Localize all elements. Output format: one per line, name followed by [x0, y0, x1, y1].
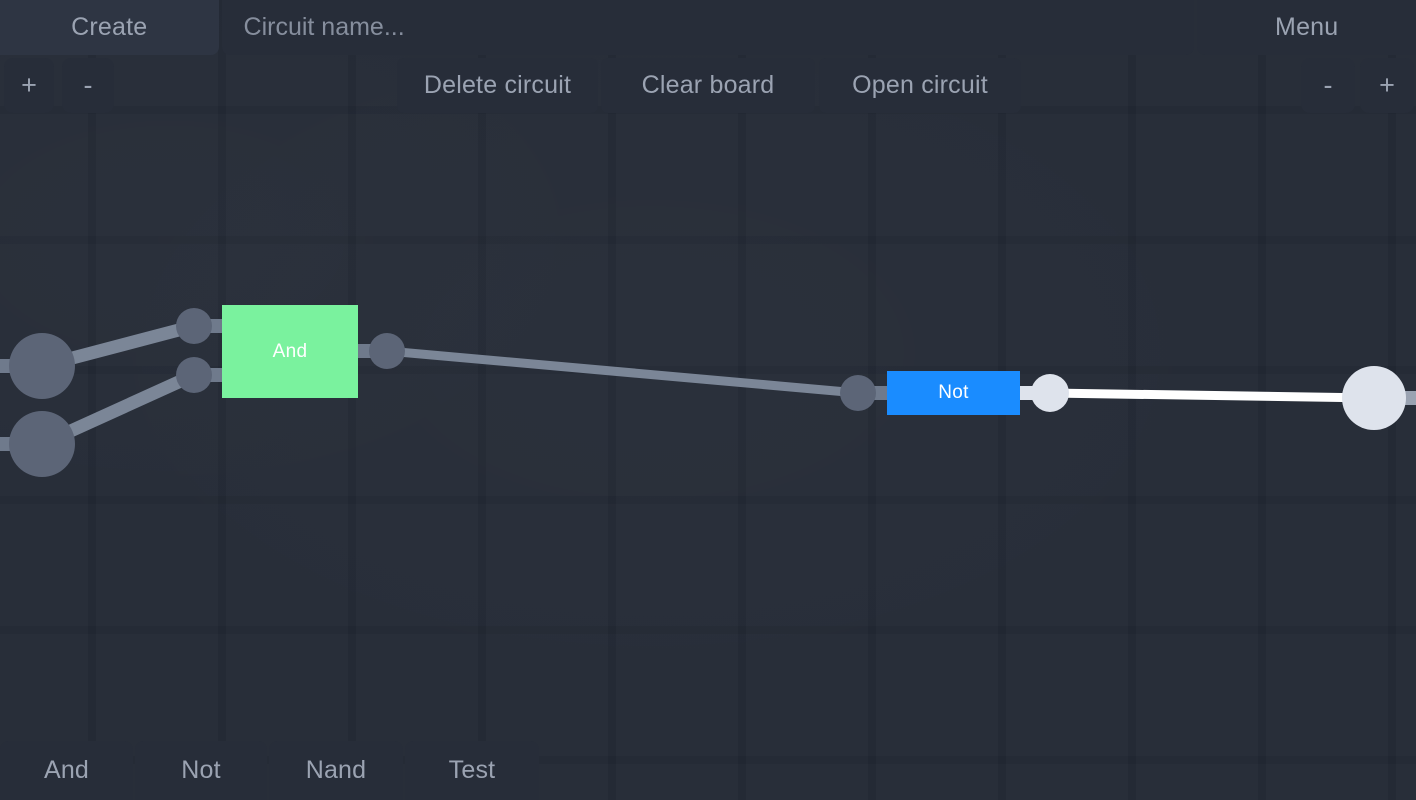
- toolbar-second: + - Delete circuit Clear board Open circ…: [0, 56, 1416, 114]
- zoom-out-button[interactable]: -: [62, 58, 114, 113]
- wire[interactable]: [386, 346, 859, 398]
- gate-and[interactable]: And: [222, 305, 358, 398]
- create-button[interactable]: Create: [0, 0, 219, 55]
- palette-item-test[interactable]: Test: [405, 741, 539, 800]
- circuit-node[interactable]: [176, 357, 212, 393]
- palette-item-and[interactable]: And: [0, 741, 133, 800]
- circuit-node[interactable]: [9, 333, 75, 399]
- palette-item-nand[interactable]: Nand: [269, 741, 403, 800]
- circuit-node[interactable]: [1342, 366, 1406, 430]
- gate-not[interactable]: Not: [887, 371, 1020, 415]
- wire[interactable]: [1049, 388, 1375, 403]
- open-circuit-button[interactable]: Open circuit: [819, 58, 1021, 113]
- scale-up-button[interactable]: +: [1360, 58, 1414, 113]
- circuit-name-input[interactable]: [221, 0, 1195, 55]
- zoom-in-button[interactable]: +: [4, 58, 54, 113]
- circuit-node[interactable]: [9, 411, 75, 477]
- palette-item-not[interactable]: Not: [135, 741, 267, 800]
- circuit-node[interactable]: [176, 308, 212, 344]
- delete-circuit-button[interactable]: Delete circuit: [397, 58, 598, 113]
- circuit-node[interactable]: [1031, 374, 1069, 412]
- menu-button[interactable]: Menu: [1197, 0, 1416, 55]
- scale-down-button[interactable]: -: [1301, 58, 1355, 113]
- clear-board-button[interactable]: Clear board: [601, 58, 815, 113]
- circuit-node[interactable]: [840, 375, 876, 411]
- toolbar-top: Create Menu: [0, 0, 1416, 55]
- circuit-node[interactable]: [369, 333, 405, 369]
